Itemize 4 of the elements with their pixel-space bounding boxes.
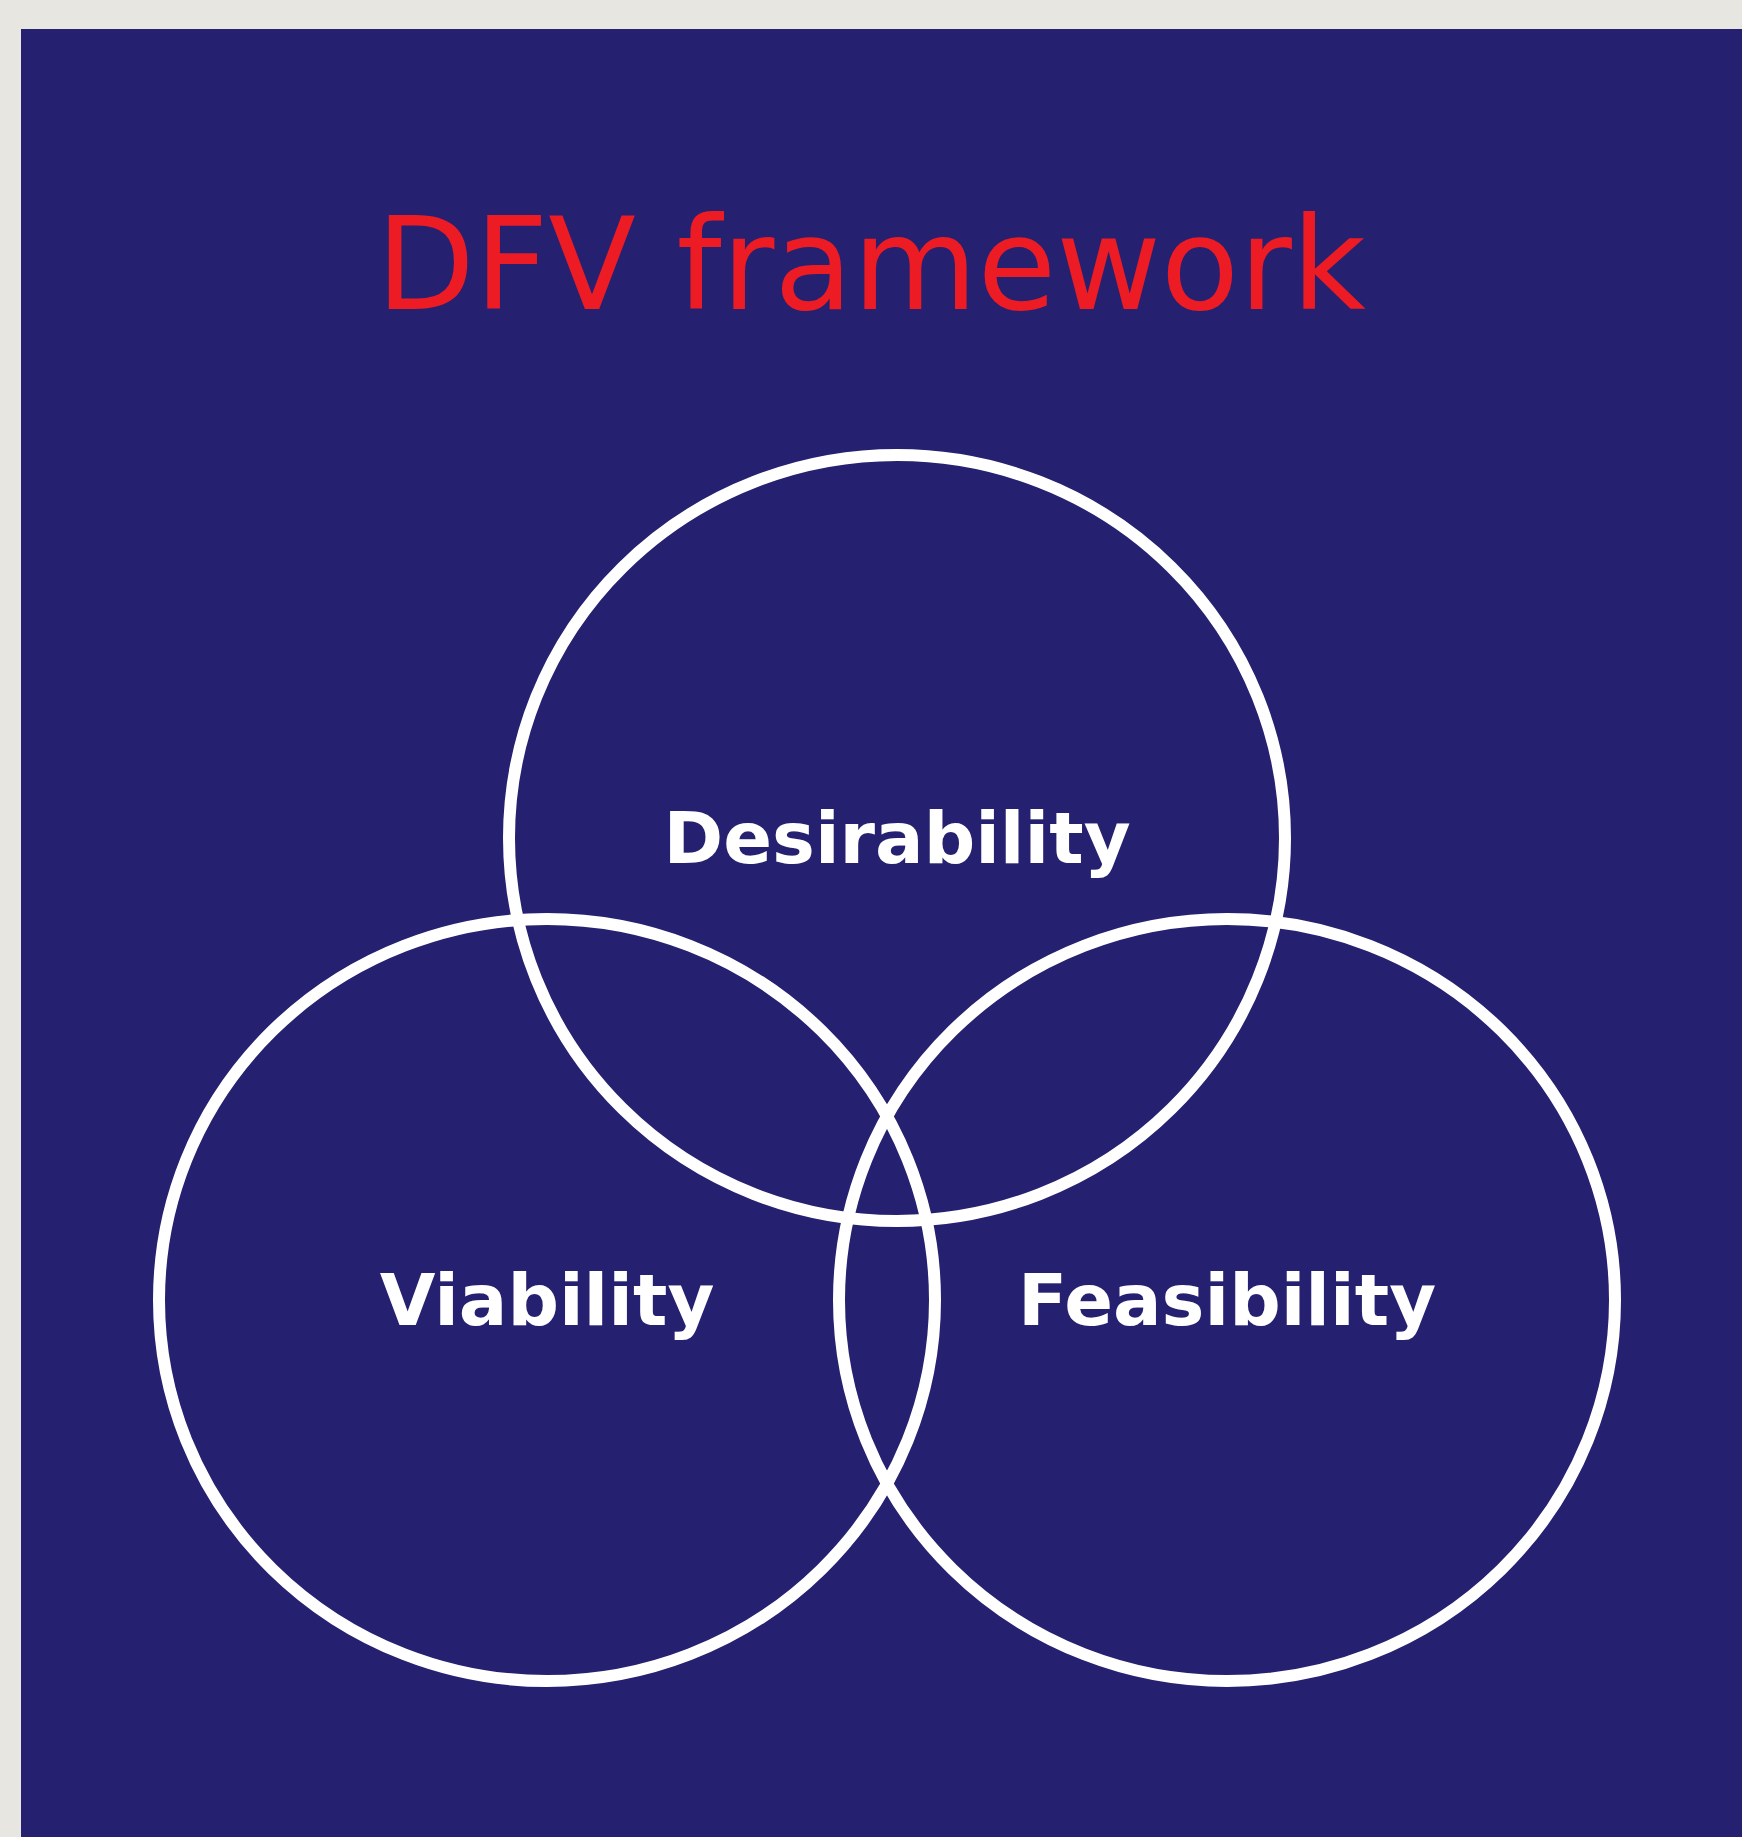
circle-label: Feasibility [1017,1258,1437,1342]
title: DFV framework [375,190,1367,340]
circle-label: Viability [379,1258,715,1342]
circle-label: Desirability [663,796,1131,880]
